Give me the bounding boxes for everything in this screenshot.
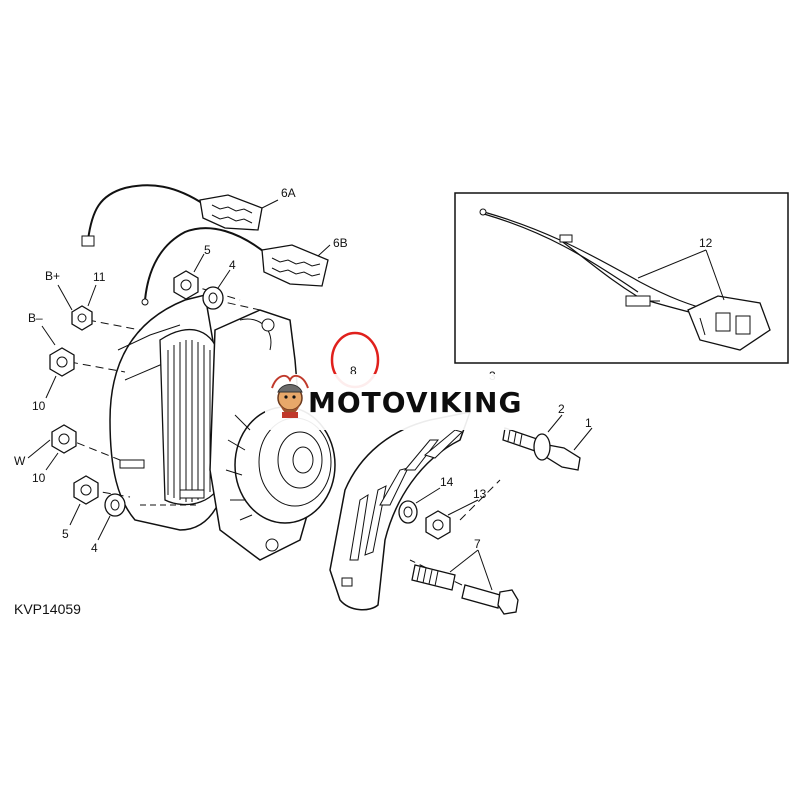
washer-2-icon — [533, 433, 551, 461]
watermark-text: MOTOVIKING — [308, 386, 522, 419]
figure-id: KVP14059 — [14, 601, 81, 617]
callout-5-lower: 5 — [62, 527, 69, 541]
bolt-7-icon — [461, 584, 519, 615]
terminal-b-minus: B– — [28, 311, 43, 325]
inset-harness-box: 12 — [454, 192, 789, 364]
terminal-w: W — [14, 454, 26, 468]
nut-10-lower-icon — [51, 424, 77, 454]
callout-10-lower: 10 — [32, 471, 46, 485]
connector-12-icon — [687, 295, 771, 351]
viking-mascot-icon — [271, 374, 309, 418]
callout-6b: 6B — [333, 236, 348, 250]
stud-7-icon — [411, 564, 456, 591]
harness-6b: 6B — [141, 227, 348, 306]
harness-6a: 6A — [81, 184, 296, 247]
callout-7: 7 — [474, 537, 481, 551]
callout-12: 12 — [699, 236, 713, 250]
nut-13-icon — [425, 510, 451, 540]
washer-14-icon — [398, 500, 418, 524]
fan-guard — [329, 411, 472, 611]
washer-4-lower-icon — [104, 493, 126, 517]
callout-4-lower: 4 — [91, 541, 98, 555]
watermark-banner: MOTOVIKING — [265, 374, 533, 430]
nut-11-icon — [71, 305, 93, 331]
callout-2: 2 — [558, 402, 565, 416]
callout-14: 14 — [440, 475, 454, 489]
nut-5-upper-icon — [173, 270, 199, 300]
callout-13: 13 — [473, 487, 487, 501]
terminal-b-plus: B+ — [45, 269, 60, 283]
callout-4-upper: 4 — [229, 258, 236, 272]
callout-8: 8 — [350, 364, 357, 378]
callout-10-upper: 10 — [32, 399, 46, 413]
callout-11: 11 — [93, 270, 106, 284]
callout-6a: 6A — [281, 186, 296, 200]
washer-4-upper-icon — [202, 286, 224, 310]
callout-5-upper: 5 — [204, 243, 211, 257]
nut-10-upper-icon — [49, 347, 75, 377]
alternator-body — [109, 294, 336, 561]
nut-5-lower-icon — [73, 475, 99, 505]
callout-1: 1 — [585, 416, 592, 430]
